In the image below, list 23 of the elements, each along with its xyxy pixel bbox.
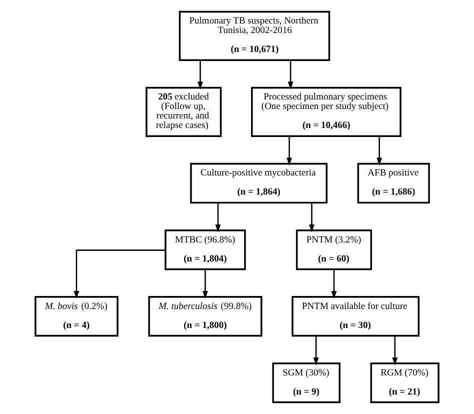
arrow [313,336,319,366]
node-box: Pulmonary TB suspects, Northern Tunisia, 2002-2016 (n = 10,671) [178,10,330,61]
node-box: Processed pulmonary specimens (One specimen per study subject) (n = 10,466) [251,86,402,138]
arrow [331,269,337,299]
arrow [309,202,314,232]
node-box: RGM (70%) (n = 21) [370,362,440,404]
arrow [198,60,203,90]
node-box: PNTM available for culture (n = 30) [292,296,420,337]
node-box: 205 excluded (Follow up, recurrent, and relapse cases) [146,86,222,138]
node-box: SGM (30%) (n = 9) [272,362,340,404]
arrow [215,202,221,232]
node-box: M. bovis (0.2%) (n = 4) [34,296,118,337]
arrow [202,269,208,299]
node-box: AFB positive (n = 1,686) [357,162,430,204]
node-box: MTBC (96.8%) (n = 1,804) [164,229,246,270]
node-box: Culture-positive mycobacteria (n = 1,864) [190,162,328,204]
arrow [392,336,398,366]
node-box: M. tuberculosis (99.8%) (n = 1,800) [148,296,262,337]
arrow [74,250,166,299]
arrow [376,136,382,166]
arrow [288,60,294,90]
arrow [286,136,292,166]
node-box: PNTM (3.2%) (n = 60) [296,229,372,270]
